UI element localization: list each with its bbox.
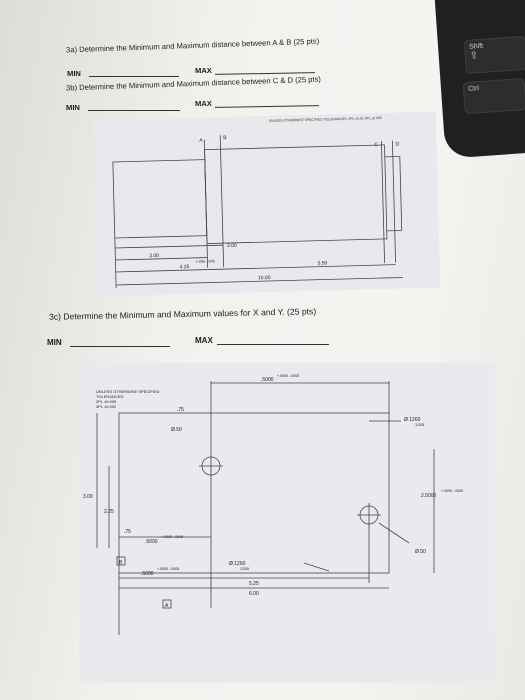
datum-line-c xyxy=(380,140,385,263)
datum-b-label: B xyxy=(119,560,123,566)
max-label-3b: MAX xyxy=(195,99,212,108)
note-line-2: TOLERANCES: xyxy=(96,394,124,399)
min-answer-line-3b xyxy=(88,110,180,111)
plate-outline xyxy=(118,412,390,574)
max-answer-line-3c xyxy=(217,344,329,345)
ext-line-left xyxy=(114,237,117,288)
dim-600-label: 6.00 xyxy=(249,591,259,597)
top-dim-label: .5000 xyxy=(261,377,274,383)
datum-line-a xyxy=(203,139,209,268)
dim-1000-label: 10.00 xyxy=(258,275,271,281)
dim-425-label: 4.25 xyxy=(180,264,190,270)
datum-line-b xyxy=(219,135,225,268)
shift-arrow-icon: ⇧ xyxy=(469,50,479,62)
min-answer-line-3a xyxy=(89,76,179,77)
datum-b-box xyxy=(116,556,126,566)
bottom-left-dim-tolerance: +.0005 -.0005 xyxy=(161,535,183,539)
drawing-1-tolerance-note: UNLESS OTHERWISE SPECIFIED TOLERANCES: 2… xyxy=(269,116,382,123)
leader-hole-right xyxy=(378,522,410,544)
dim-line-200 xyxy=(115,244,224,249)
label-c: C xyxy=(374,142,378,148)
datum-a-box xyxy=(162,599,172,609)
dim-525-label: 5.25 xyxy=(249,581,259,587)
datum-line-d xyxy=(391,140,396,263)
hole-bottom-label: Ø.1260 xyxy=(229,561,246,567)
label-a: A xyxy=(199,138,203,144)
min-label-3a: MIN xyxy=(67,69,81,78)
dim-425-tolerance: +.005 -.005 xyxy=(195,259,214,264)
dim-550-label: 5.50 xyxy=(318,260,328,266)
dim-200-label: 2.00 xyxy=(227,243,237,249)
part-main-body xyxy=(204,144,388,244)
hole-right-label: Ø.50 xyxy=(415,549,426,555)
hole-bottom-label-2: .1255 xyxy=(239,566,250,571)
hole-left-label: Ø.50 xyxy=(171,427,182,433)
keyboard-corner: Shift ⇧ Ctrl xyxy=(434,0,525,159)
part-left-section xyxy=(112,159,208,239)
leader-hole-bottom xyxy=(303,562,330,572)
note-line-1: UNLESS OTHERWISE SPECIFIED: xyxy=(96,389,161,394)
ctrl-label: Ctrl xyxy=(467,85,480,93)
label-d: D xyxy=(395,142,399,148)
dim-225-label: 2.25 xyxy=(104,509,114,515)
drawing-2-svg: UNLESS OTHERWISE SPECIFIED: TOLERANCES: … xyxy=(83,374,463,635)
dim-75b-label: .75 xyxy=(124,529,131,535)
drawing-1-svg: A B C D 2.00 3.00 4.25 +.005 -.005 5.50 … xyxy=(112,116,403,288)
bottom-left-dim-label: .5000 xyxy=(145,539,158,545)
min-label-3c: MIN xyxy=(47,338,62,347)
right-dim-tolerance: +.0005 -.0005 xyxy=(441,489,463,493)
part-step-right xyxy=(399,156,403,231)
drawing-1-panel: A B C D 2.00 3.00 4.25 +.005 -.005 5.50 … xyxy=(93,111,441,297)
dim-line-300 xyxy=(115,257,208,261)
min-answer-line-3c xyxy=(70,346,170,347)
dim-line-1000 xyxy=(116,277,403,286)
note-line-3: 2PL ±0.005 xyxy=(96,399,117,404)
dim-300-label: 3.00 xyxy=(83,494,93,500)
dim-75-label: .75 xyxy=(177,407,184,413)
dim-300-label: 3.00 xyxy=(149,253,159,259)
drawing-2-panel: UNLESS OTHERWISE SPECIFIED: TOLERANCES: … xyxy=(79,363,495,683)
note-line-4: 3PL ±0.002 xyxy=(96,404,117,409)
right-dim-label: 2.5000 xyxy=(421,493,437,499)
hole-right-top-label-2: .1255 xyxy=(414,422,425,427)
dim-line-425 xyxy=(115,269,208,273)
max-label-3c: MAX xyxy=(195,336,213,345)
dim-line-550 xyxy=(207,264,396,270)
datum-a-label: A xyxy=(165,603,169,609)
bottom-dim-tolerance: +.0005 -.0005 xyxy=(157,567,179,571)
label-b: B xyxy=(223,135,227,141)
ctrl-key: Ctrl xyxy=(462,77,525,115)
max-label-3a: MAX xyxy=(195,66,212,75)
top-dim-tolerance: +.0005 -.0005 xyxy=(277,374,299,378)
shift-key: Shift ⇧ xyxy=(463,35,525,75)
hole-right-top-label: Ø.1260 xyxy=(404,417,421,423)
min-label-3b: MIN xyxy=(66,103,80,112)
bottom-dim-label: .5000 xyxy=(141,571,154,577)
